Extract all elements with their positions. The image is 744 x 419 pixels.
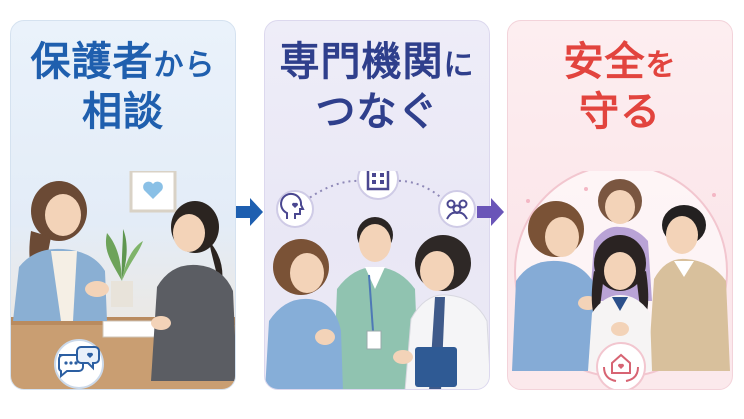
hands-house-heart-icon — [596, 342, 646, 389]
heart-frame-icon — [129, 171, 177, 213]
title-line2: 守る — [579, 89, 661, 135]
consultation-scene — [11, 171, 235, 389]
title-line1: 安全 — [563, 39, 646, 85]
father-figure — [648, 205, 730, 371]
next-step-arrow-1 — [236, 198, 263, 226]
mother-figure — [512, 201, 598, 371]
panel-title: 安全を 守る — [508, 39, 732, 135]
panel-title: 専門機関に つなぐ — [265, 39, 489, 135]
group-icon — [438, 190, 476, 228]
next-step-arrow-2 — [477, 198, 504, 226]
counselor-figure — [151, 201, 235, 381]
panel-consult-from-parent: 保護者から 相談 — [10, 20, 236, 390]
title-line1: 保護者 — [30, 39, 154, 85]
title-line1-small: に — [443, 48, 475, 83]
panel-connect-to-specialists: 専門機関に つなぐ — [264, 20, 490, 390]
title-line1-small: を — [645, 48, 677, 83]
specialist-man-figure — [333, 217, 419, 389]
title-line1: 専門機関 — [279, 39, 444, 85]
building-icon — [357, 171, 399, 200]
parent-figure — [13, 181, 109, 321]
title-line1-small: から — [153, 48, 216, 83]
panel-title: 保護者から 相談 — [11, 39, 235, 135]
mind-heart-icon — [276, 190, 314, 228]
parent-figure — [265, 239, 343, 389]
title-line2: つなぐ — [315, 89, 439, 135]
doctor-figure — [393, 235, 489, 389]
specialist-scene — [265, 171, 489, 389]
title-line2: 相談 — [82, 89, 164, 135]
family-protection-scene — [508, 171, 732, 389]
chat-bubbles-icon — [54, 339, 104, 389]
panel-protect-safety: 安全を 守る — [507, 20, 733, 390]
plant-icon — [105, 229, 143, 307]
